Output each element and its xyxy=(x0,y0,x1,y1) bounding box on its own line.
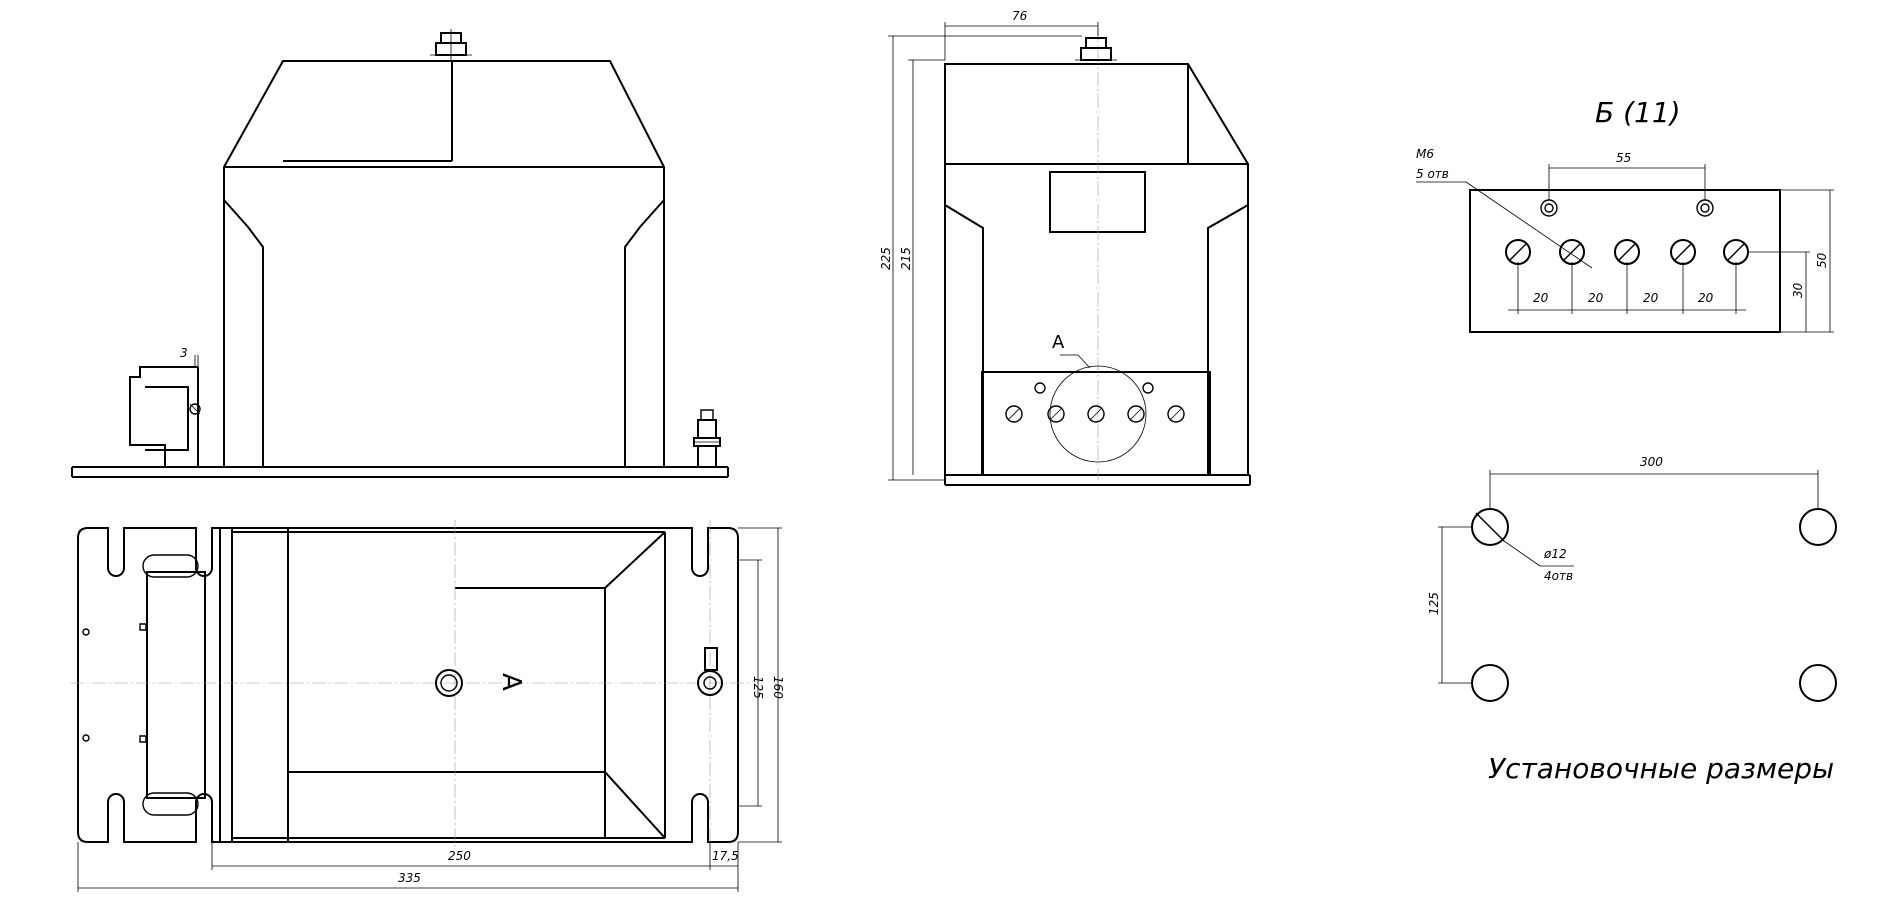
top-total-length-dim: 335 xyxy=(398,871,421,885)
detail-top-spacing-dim: 55 xyxy=(1616,151,1631,165)
mount-width-dim: 300 xyxy=(1640,455,1663,469)
top-marker-a: А xyxy=(496,673,526,691)
top-view: А 125 160 250 17,5 335 xyxy=(70,520,785,892)
detail-pitch-dim-3: 20 xyxy=(1643,291,1659,305)
detail-height-outer-dim: 50 xyxy=(1815,252,1829,268)
front-view: А 76 225 215 xyxy=(879,9,1250,485)
front-top-width-dim: 76 xyxy=(1012,9,1028,23)
detail-pitch-dim-2: 20 xyxy=(1588,291,1604,305)
front-body-height-dim: 215 xyxy=(899,247,913,270)
detail-b-view: Б (11) М6 5 отв 55 20 20 20 20 30 xyxy=(1416,96,1834,332)
top-outer-height-dim: 160 xyxy=(771,676,785,699)
mount-height-dim: 125 xyxy=(1427,592,1441,615)
detail-height-inner-dim: 30 xyxy=(1791,282,1805,298)
detail-b-title: Б (11) xyxy=(1595,96,1681,129)
side-view: 3 xyxy=(72,29,728,477)
mount-holes-label: 4отв xyxy=(1544,569,1573,583)
front-total-height-dim: 225 xyxy=(879,247,893,270)
mounting-dimensions: 300 125 ø12 4отв Установочные размеры xyxy=(1427,455,1836,785)
detail-holes-label: 5 отв xyxy=(1416,167,1449,181)
top-inner-length-dim: 250 xyxy=(448,849,471,863)
detail-pitch-dim-1: 20 xyxy=(1533,291,1549,305)
top-inner-height-dim: 125 xyxy=(751,676,765,699)
front-terminal-row xyxy=(1006,406,1184,422)
detail-terminal-row xyxy=(1506,240,1748,264)
mount-caption: Установочные размеры xyxy=(1488,752,1834,785)
detail-pitch-dim-4: 20 xyxy=(1698,291,1714,305)
front-callout-a: А xyxy=(1052,332,1065,353)
top-edge-offset-dim: 17,5 xyxy=(712,849,739,863)
detail-thread-label: М6 xyxy=(1416,147,1434,161)
side-gap-dim: 3 xyxy=(180,346,188,360)
mount-diameter-label: ø12 xyxy=(1543,547,1567,561)
